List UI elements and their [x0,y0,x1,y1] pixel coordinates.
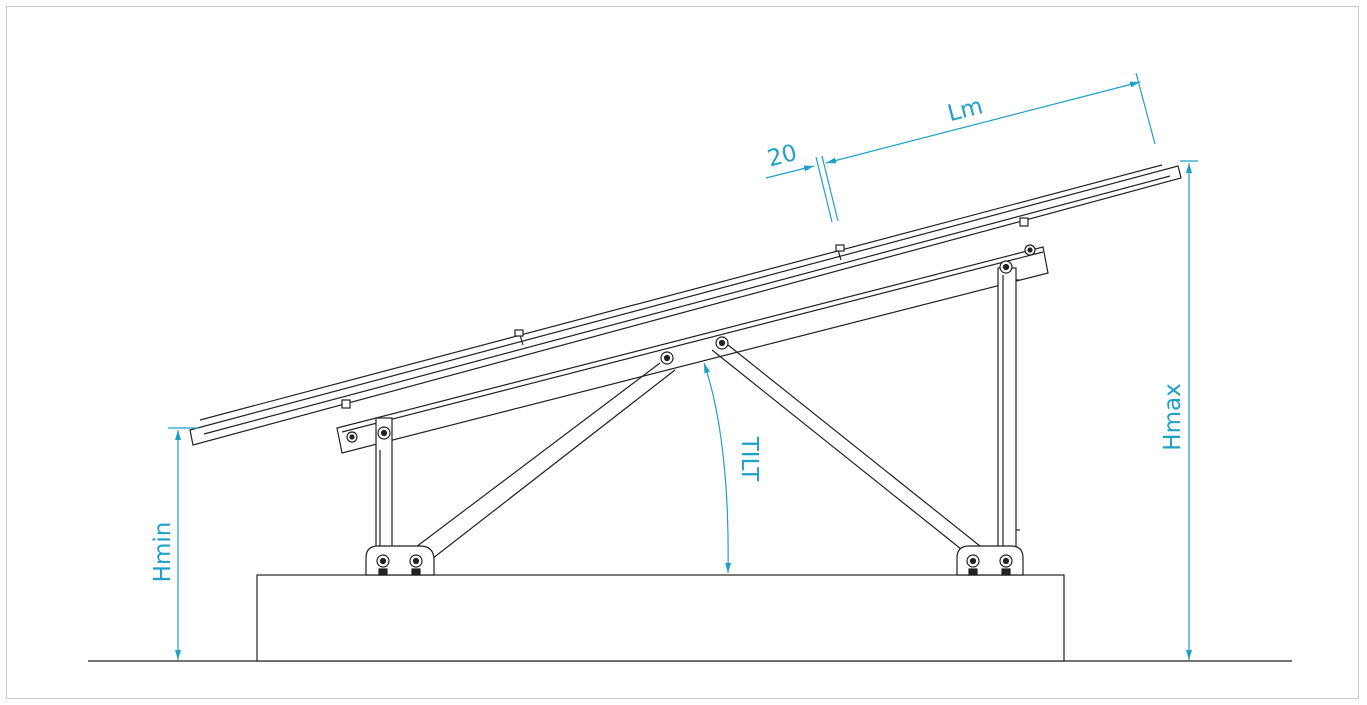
lm-dimension [765,72,1156,223]
base-foot-front [365,545,435,576]
hmin-label: Hmin [150,522,176,583]
solar-panel [189,164,1182,446]
hmin-dimension [168,427,198,660]
hmax-dimension [1180,160,1198,660]
base-foot-rear [956,545,1024,576]
tilt-dimension [703,362,732,574]
hmax-label: Hmax [1160,383,1186,450]
lm-label: Lm [945,93,986,127]
support-rail [336,246,1049,454]
rear-post [997,267,1020,554]
diagonal-braces [411,344,986,563]
rail-bolts [346,244,1036,443]
gap-label: 20 [765,140,800,173]
front-post [375,417,393,554]
tilt-label: TILT [736,436,762,482]
ballast-block [256,574,1065,662]
